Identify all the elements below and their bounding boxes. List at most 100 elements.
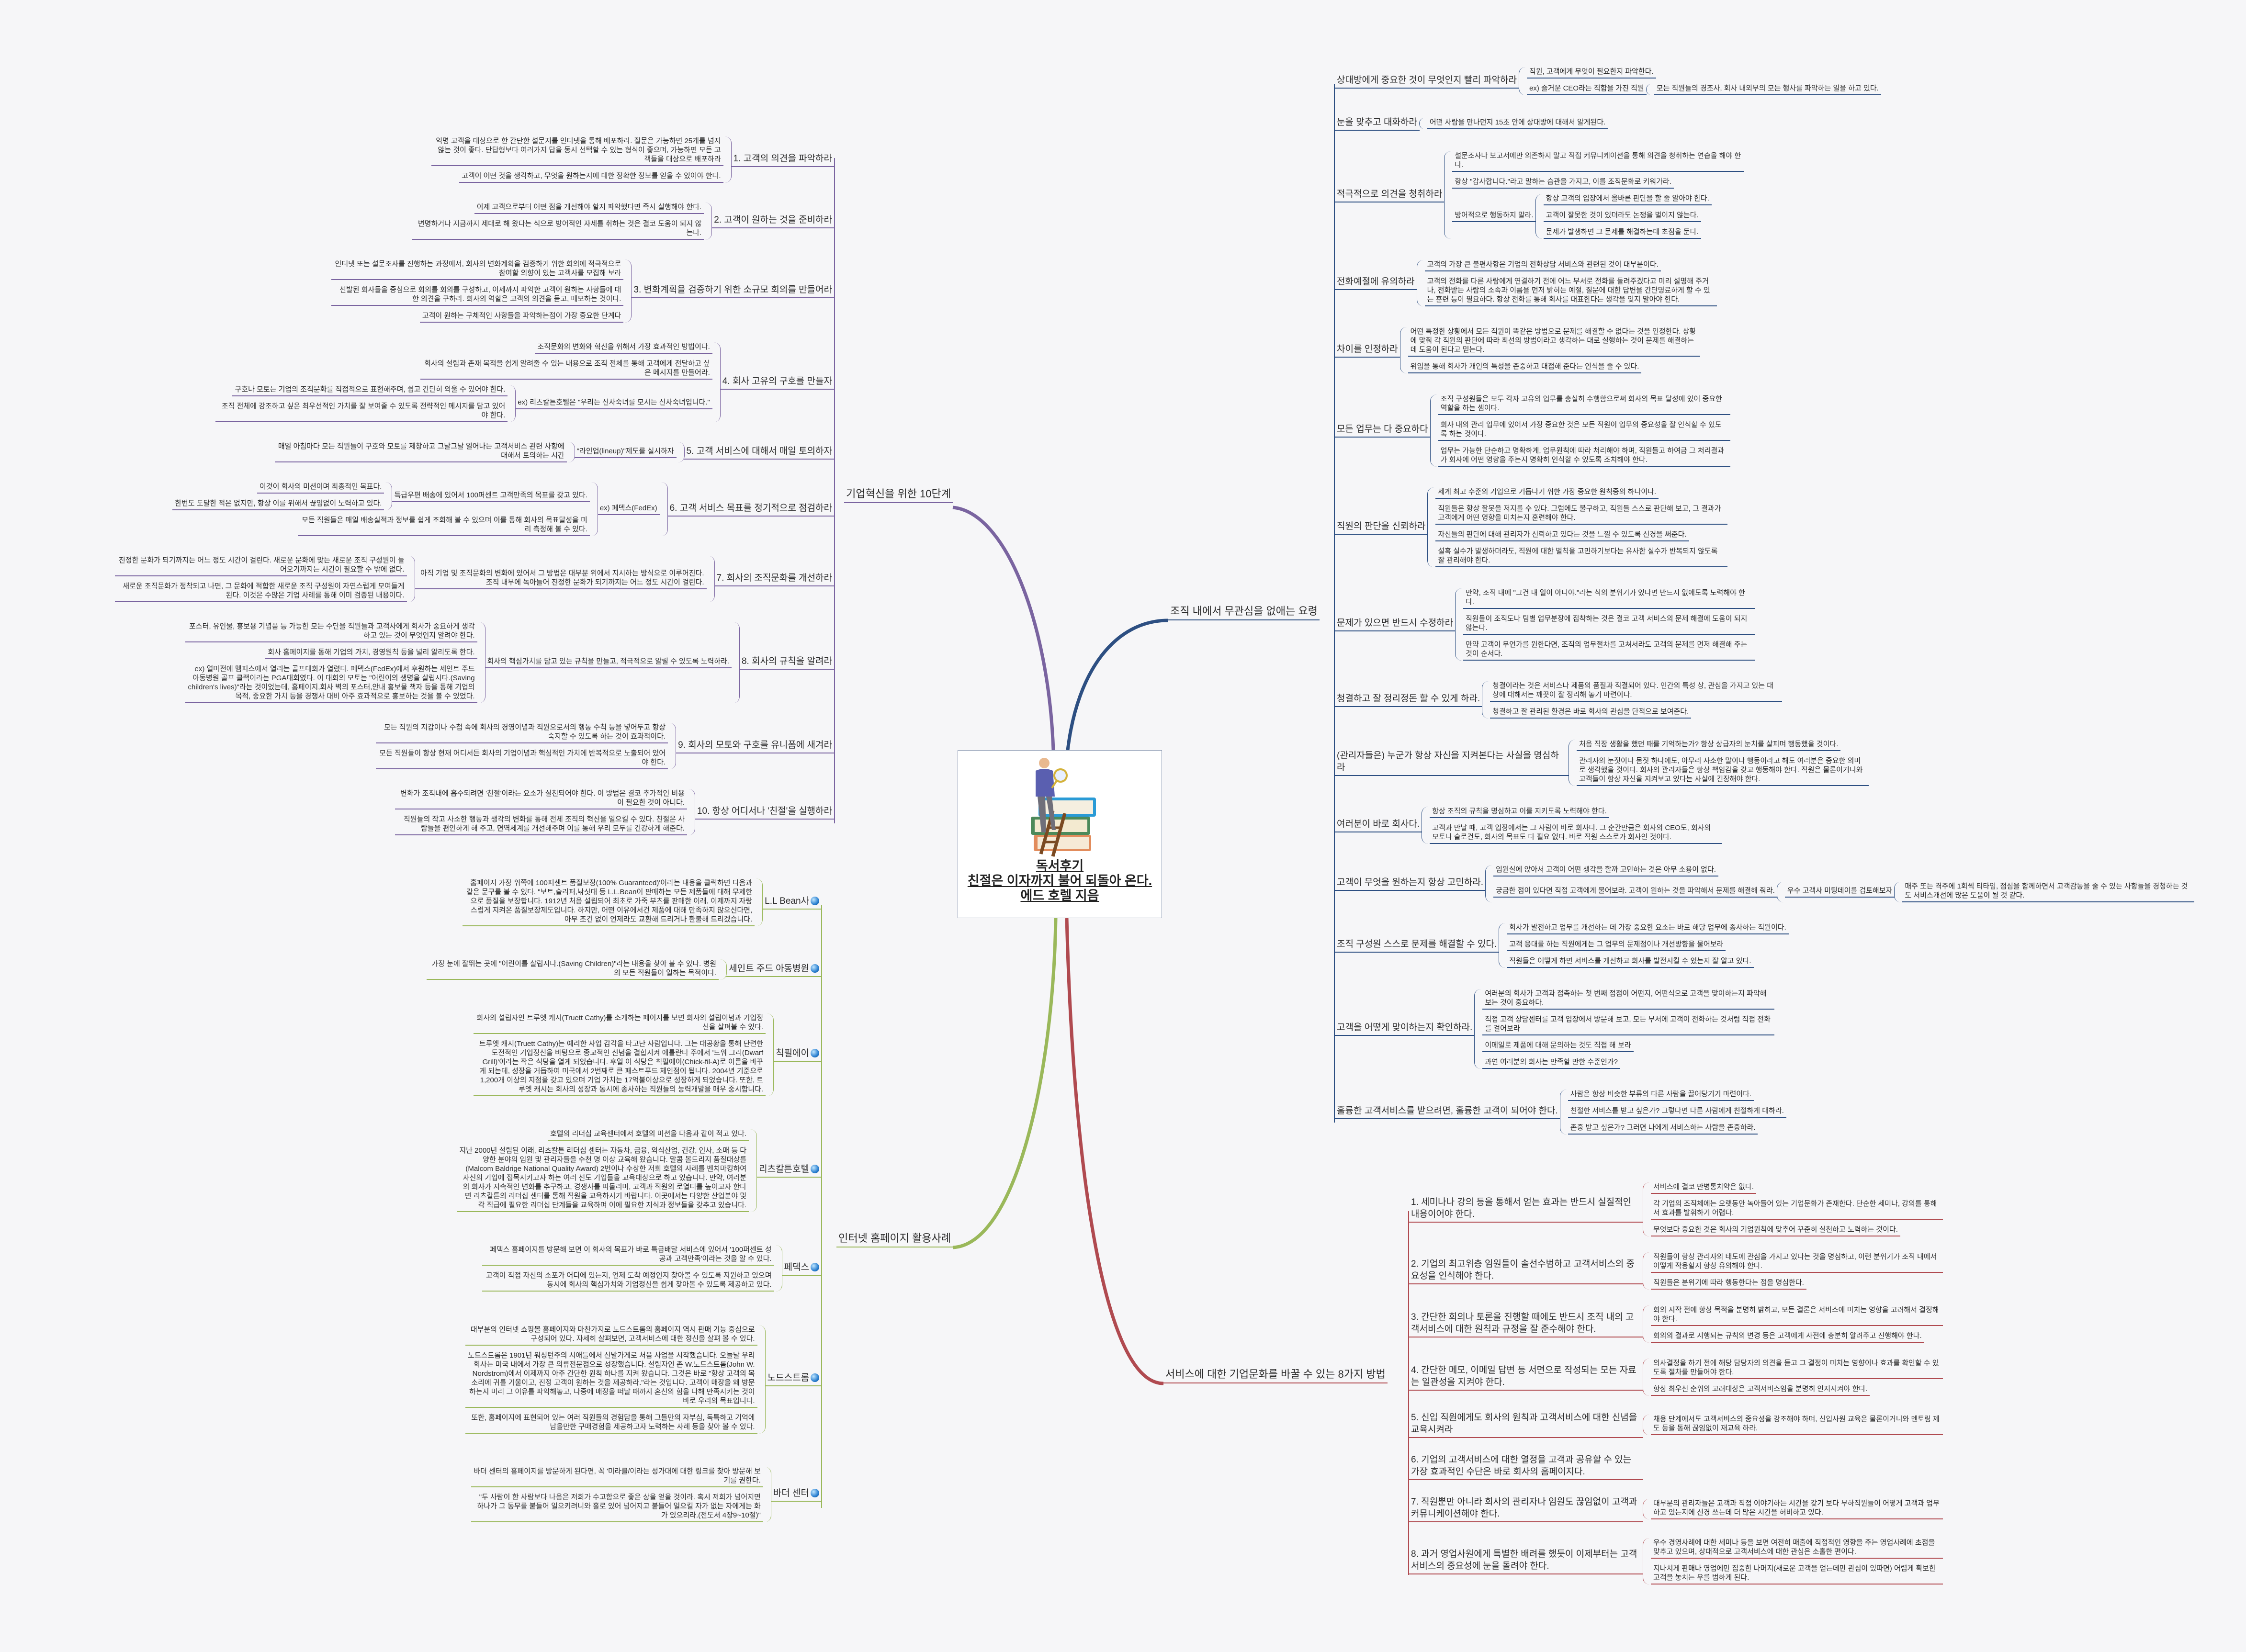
main-topic-navy[interactable]: 조직 내에서 무관심을 없애는 요령 xyxy=(1168,605,1320,620)
subtopic-label[interactable]: 이제 고객으로부터 어떤 점을 개선해야 할지 파악했다면 즉시 실행해야 한다… xyxy=(474,202,704,214)
subtopic-label[interactable]: 구호나 모토는 기업의 조직문화를 직접적으로 표현해주며, 쉽고 간단히 외울… xyxy=(232,385,508,396)
subtopic-label[interactable]: 직원들은 분위기에 따라 행동한다는 점을 명심한다. xyxy=(1651,1278,1806,1290)
subtopic-label[interactable]: 고객이 직접 자신의 소포가 어디에 있는지, 언제 도착 예정인지 찾아볼 수… xyxy=(482,1271,774,1292)
topic-label[interactable]: 문제가 있으면 반드시 수정하라 xyxy=(1334,617,1456,631)
topic-label[interactable]: 칙필에이 xyxy=(773,1047,822,1062)
main-topic-red[interactable]: 서비스에 대한 기업문화를 바꿀 수 있는 8가지 방법 xyxy=(1163,1368,1388,1383)
subtopic-label[interactable]: 고객의 가장 큰 불편사항은 기업의 전화상담 서비스와 관련된 것이 대부분이… xyxy=(1424,260,1661,271)
subtopic-label[interactable]: 세계 최고 수준의 기업으로 거듭나기 위한 가장 중요한 원칙중의 하나이다. xyxy=(1435,487,1659,499)
subtopic-label[interactable]: 직접 고객 상담센터를 고객 입장에서 방문해 보고, 모든 부서에 고객이 전… xyxy=(1482,1015,1775,1035)
main-topic-green[interactable]: 인터넷 홈페이지 활용사례 xyxy=(836,1232,953,1247)
subtopic-label[interactable]: 항상 최우선 순위의 고려대상은 고객서비스임을 분명히 인지시켜야 한다. xyxy=(1651,1384,1870,1396)
subtopic-label[interactable]: 존중 받고 싶은가? 그러면 나에게 서비스하는 사람을 존중하라. xyxy=(1568,1123,1758,1135)
subtopic-label[interactable]: 회사의 핵심가치를 담고 있는 규칙을 만들고, 적극적으로 알릴 수 있도록 … xyxy=(485,657,732,668)
subtopic-label[interactable]: 고객 응대를 하는 직원에게는 그 업무의 문제점이나 개선방향을 물어보라 xyxy=(1507,940,1726,951)
subtopic-label[interactable]: 항상 "감사합니다."라고 말하는 습관을 가지고, 이를 조직문화로 키워가라… xyxy=(1452,177,1674,189)
subtopic-label[interactable]: 항상 조직의 규칙을 명심하고 이를 지키도록 노력해야 한다. xyxy=(1430,807,1609,818)
subtopic-label[interactable]: 직원들은 항상 잘못을 저지를 수 있다. 그럼에도 불구하고, 직원들 스스로… xyxy=(1435,504,1728,525)
subtopic-label[interactable]: 고객과 만날 때, 고객 입장에서는 그 사람이 바로 회사다. 그 순간만큼은… xyxy=(1430,823,1722,844)
subtopic-label[interactable]: ex) 페덱스(FedEx) xyxy=(597,504,660,515)
subtopic-label[interactable]: 진정한 문화가 되기까지는 어느 정도 시간이 걸린다. 새로운 문화에 맞는 … xyxy=(114,556,407,576)
subtopic-label[interactable]: 문제가 발생하면 그 문제를 해결하는데 초점을 둔다. xyxy=(1543,227,1701,239)
subtopic-label[interactable]: 조직 전체에 강조하고 싶은 최우선적인 가치를 잘 보여줄 수 있도록 전략적… xyxy=(215,402,508,422)
subtopic-label[interactable]: 이메일로 제품에 대해 문의하는 것도 직접 해 보라 xyxy=(1482,1041,1634,1052)
subtopic-label[interactable]: ex) 즐거운 CEO라는 직함을 가진 직원 xyxy=(1527,84,1647,95)
topic-label[interactable]: 세인트 주드 아동병원 xyxy=(726,963,822,977)
topic-label[interactable]: 6. 기업의 고객서비스에 대한 열정을 고객과 공유할 수 있는 가장 효과적… xyxy=(1409,1454,1643,1480)
topic-label[interactable]: 청결하고 잘 정리정돈 할 수 있게 하라. xyxy=(1334,693,1483,707)
topic-label[interactable]: 1. 고객의 의견을 파악하라 xyxy=(731,153,835,167)
subtopic-label[interactable]: 직원, 고객에게 무엇이 필요한지 파악한다. xyxy=(1527,67,1656,79)
topic-label[interactable]: 4. 회사 고유의 구호를 만들자 xyxy=(720,375,835,390)
topic-label[interactable]: 눈을 맞추고 대화하라 xyxy=(1334,116,1420,131)
topic-label[interactable]: 5. 신입 직원에게도 회사의 원칙과 고객서비스에 대한 신념을 교육시켜라 xyxy=(1409,1412,1643,1438)
subtopic-label[interactable]: 회사 홈페이지를 통해 기업의 가치, 경영원칙 등을 널리 알리도록 한다. xyxy=(265,648,477,659)
subtopic-label[interactable]: 모든 직원의 지갑이나 수첩 속에 회사의 경영이념과 직원으로서의 행동 수칙… xyxy=(376,723,668,743)
subtopic-label[interactable]: 직원들의 작고 사소한 행동과 생각의 변화를 통해 전체 조직의 혁신을 일으… xyxy=(395,815,687,835)
subtopic-label[interactable]: 만약 고객이 무언가를 원한다면, 조직의 업무절차를 고쳐서라도 고객의 문제… xyxy=(1463,640,1756,661)
topic-label[interactable]: 고객이 무엇을 원하는지 항상 고민하라. xyxy=(1334,877,1486,891)
subtopic-label[interactable]: 포스터, 유인물, 홍보용 기념품 등 가능한 모든 수단을 직원들과 고객사에… xyxy=(185,622,477,642)
subtopic-label[interactable]: 익명 고객을 대상으로 한 간단한 설문지를 인터넷을 통해 배포하라. 질문은… xyxy=(431,136,723,166)
topic-label[interactable]: (관리자들은) 누군가 항상 자신을 지켜본다는 사실을 명심하라 xyxy=(1334,750,1569,776)
topic-label[interactable]: 조직 구성원 스스로 문제를 해결할 수 있다. xyxy=(1334,938,1500,953)
subtopic-label[interactable]: 특급우편 배송에 있어서 100퍼센트 고객만족의 목표를 갖고 있다. xyxy=(392,491,590,502)
subtopic-label[interactable]: 위임을 통해 회사가 개인의 특성을 존중하고 대접해 준다는 인식을 줄 수 … xyxy=(1408,362,1642,373)
subtopic-label[interactable]: 사람은 항상 비슷한 부류의 다른 사람을 끌어당기기 마련이다. xyxy=(1568,1090,1754,1101)
subtopic-label[interactable]: 페덱스 홈페이지를 방문해 보면 이 회사의 목표가 바로 특급배달 서비스에 … xyxy=(482,1245,774,1266)
topic-label[interactable]: 고객을 어떻게 맞이하는지 확인하라. xyxy=(1334,1022,1475,1036)
subtopic-label[interactable]: 인터넷 또는 설문조사를 진행하는 과정에서, 회사의 변화계획을 검증하기 위… xyxy=(331,259,624,280)
subtopic-label[interactable]: 아직 기업 및 조직문화의 변화에 있어서 그 방법은 대부분 위에서 지시하는… xyxy=(414,569,707,589)
subtopic-label[interactable]: 대부분의 관리자들은 고객과 직접 이야기하는 시간을 갖기 보다 부하직원들이… xyxy=(1651,1499,1943,1519)
topic-label[interactable]: 전화예절에 유의하라 xyxy=(1334,276,1417,290)
topic-label[interactable]: 여러분이 바로 회사다. xyxy=(1334,818,1422,832)
topic-label[interactable]: L.L Bean사 xyxy=(762,895,822,910)
subtopic-label[interactable]: 자신들의 판단에 대해 관리자가 신뢰하고 있다는 것을 느낄 수 있도록 신경… xyxy=(1435,530,1689,541)
topic-label[interactable]: 10. 항상 어디서나 '친절'을 실행하라 xyxy=(694,805,835,820)
subtopic-label[interactable]: 한번도 도달한 적은 없지만, 항상 이를 위해서 끊임없이 노력하고 있다. xyxy=(172,499,384,510)
subtopic-label[interactable]: 지나치게 판매나 영업에만 집중한 나머지(새로운 고객을 얻는데만 관심이 있… xyxy=(1651,1564,1943,1585)
subtopic-label[interactable]: 청결하고 잘 관리된 환경은 바로 회사의 관심을 단적으로 보여준다. xyxy=(1490,707,1692,719)
subtopic-label[interactable]: 항상 고객의 입장에서 올바른 판단을 할 줄 알아야 한다. xyxy=(1543,194,1712,205)
subtopic-label[interactable]: 여러분의 회사가 고객과 접촉하는 첫 번째 접점이 어떤지, 어떤식으로 고객… xyxy=(1482,989,1775,1010)
subtopic-label[interactable]: 무엇보다 중요한 것은 회사의 기업원칙에 맞추어 꾸준히 실천하고 노력하는 … xyxy=(1651,1225,1900,1236)
topic-label[interactable]: 적극적으로 의견을 청취하라 xyxy=(1334,188,1445,202)
topic-label[interactable]: 훌륭한 고객서비스를 받으려면, 훌륭한 고객이 되어야 한다. xyxy=(1334,1105,1560,1119)
subtopic-label[interactable]: 홈페이지 가장 위쪽에 100퍼센트 품질보장(100% Guaranteed)… xyxy=(463,878,755,926)
subtopic-label[interactable]: 모든 직원들은 매일 배송실적과 정보를 쉽게 조회해 볼 수 있으며 이를 통… xyxy=(297,516,590,536)
topic-label[interactable]: 노드스트롬 xyxy=(765,1372,822,1387)
subtopic-label[interactable]: 새로운 조직문화가 정착되고 나면, 그 문화에 적합한 새로운 조직 구성원이… xyxy=(114,582,407,602)
subtopic-label[interactable]: 이것이 회사의 미션이며 최종적인 목표다. xyxy=(257,482,384,494)
topic-label[interactable]: 직원의 판단을 신뢰하라 xyxy=(1334,520,1428,535)
subtopic-label[interactable]: 노드스트롬은 1901년 워싱턴주의 시애틀에서 신발가게로 처음 사업을 시작… xyxy=(465,1351,757,1408)
topic-label[interactable]: 6. 고객 서비스 목표를 정기적으로 점검하라 xyxy=(667,502,835,517)
subtopic-label[interactable]: 회사 내의 관리 업무에 있어서 가장 중요한 것은 모든 직원이 업무의 중요… xyxy=(1438,420,1730,441)
subtopic-label[interactable]: 과연 여러분의 회사는 만족할 만한 수준인가? xyxy=(1482,1057,1620,1069)
subtopic-label[interactable]: 가장 눈에 잘뛰는 곳에 "어린이를 살립시다.(Saving Children… xyxy=(427,959,719,980)
subtopic-label[interactable]: 어떤 특정한 상황에서 모든 직원이 똑같은 방법으로 문제를 해결할 수 없다… xyxy=(1408,327,1700,357)
subtopic-label[interactable]: 회사의 설립자인 트루엣 케시(Truett Cathy)를 소개하는 페이지를… xyxy=(474,1013,766,1034)
topic-label[interactable]: 7. 직원뿐만 아니라 회사의 관리자나 임원도 끊임없이 고객과 커뮤니케이션… xyxy=(1409,1496,1643,1522)
subtopic-label[interactable]: 모든 직원들의 경조사, 회사 내외부의 모든 행사를 파악하는 일을 하고 있… xyxy=(1654,84,1881,95)
central-topic[interactable]: 독서후기 친절은 이자까지 불어 되돌아 온다. 에드 호렐 지음 xyxy=(958,750,1162,918)
subtopic-label[interactable]: 방어적으로 행동하지 말라. xyxy=(1452,211,1536,222)
subtopic-label[interactable]: 만약, 조직 내에 "그건 내 일이 아니야."라는 식의 분위기가 있다면 반… xyxy=(1463,588,1756,609)
topic-label[interactable]: 8. 회사의 규칙을 알려라 xyxy=(739,655,835,670)
globe-link-icon[interactable] xyxy=(811,1165,819,1174)
topic-label[interactable]: 7. 회사의 조직문화를 개선하라 xyxy=(714,572,835,586)
subtopic-label[interactable]: 각 기업의 조직체에는 오랫동안 녹아들어 있는 기업문화가 존재한다. 단순한… xyxy=(1651,1199,1943,1220)
topic-label[interactable]: 3. 변화계획을 검증하기 위한 소규모 회의를 만들어라 xyxy=(631,284,835,298)
topic-label[interactable]: 8. 과거 영업사원에게 특별한 배려를 했듯이 이제부터는 고객 서비스의 중… xyxy=(1409,1548,1643,1574)
globe-link-icon[interactable] xyxy=(811,1049,819,1058)
topic-label[interactable]: 차이를 인정하라 xyxy=(1334,343,1400,358)
subtopic-label[interactable]: 처음 직장 생활을 했던 때를 기억하는가? 항상 상급자의 눈치를 살피며 행… xyxy=(1577,740,1841,751)
subtopic-label[interactable]: 임원실에 앉아서 고객이 어떤 생각을 할까 고민하는 것은 아무 소용이 없다… xyxy=(1493,865,1718,877)
topic-label[interactable]: 3. 간단한 회의나 토론을 진행할 때에도 반드시 조직 내의 고객서비스에 … xyxy=(1409,1311,1643,1337)
globe-link-icon[interactable] xyxy=(811,1373,819,1382)
main-topic-purple[interactable]: 기업혁신을 위한 10단계 xyxy=(844,487,953,503)
topic-label[interactable]: 4. 간단한 메모, 이메일 답변 등 서면으로 작성되는 모든 자료는 일관성… xyxy=(1409,1364,1643,1391)
subtopic-label[interactable]: ex) 얼마전에 멤피스에서 열리는 골프대회가 열렸다. 페덱스(FedEx)… xyxy=(185,664,477,703)
subtopic-label[interactable]: 궁금한 점이 있다면 직접 고객에게 물어보라. 고객이 원하는 것을 파악해서… xyxy=(1493,886,1777,898)
subtopic-label[interactable]: 또한, 홈페이지에 표현되어 있는 여러 직원들의 경험담을 통해 그들만의 자… xyxy=(465,1413,757,1434)
globe-link-icon[interactable] xyxy=(811,964,819,973)
